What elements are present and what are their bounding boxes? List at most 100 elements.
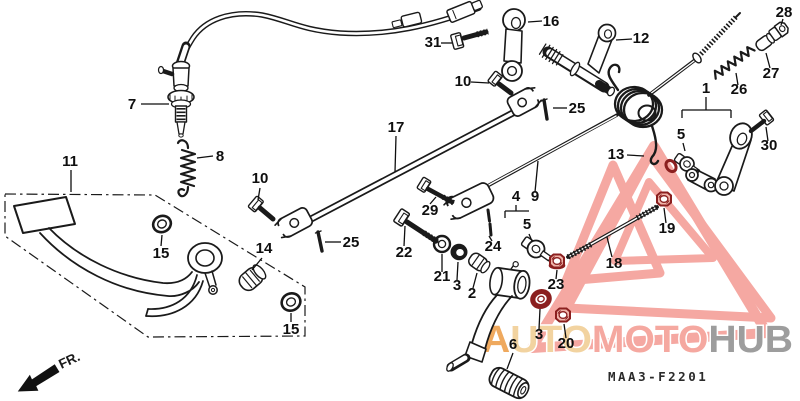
callout-26: 26	[731, 81, 748, 98]
watermark-triangle-echo	[562, 149, 776, 323]
group-bracket-4	[504, 205, 529, 218]
pedal-rubber-6	[488, 366, 530, 400]
callout-10: 10	[455, 73, 472, 90]
bolt-31	[450, 28, 489, 50]
brake-cable	[178, 0, 483, 68]
shift-arm	[714, 122, 753, 196]
gearshift-pedal	[446, 261, 531, 372]
callout-7: 7	[128, 96, 136, 113]
callout-21: 21	[434, 268, 451, 285]
nut-28	[768, 21, 789, 42]
collar-2	[468, 252, 491, 274]
watermark-segment: MOTO	[592, 319, 708, 361]
watermark-segment: UTO	[510, 319, 592, 361]
callout-16: 16	[543, 13, 560, 30]
leader-line-24	[488, 235, 493, 242]
callout-28: 28	[776, 4, 793, 21]
joint-arm-16	[501, 8, 526, 82]
rod-yoke	[443, 182, 495, 220]
leader-line-3	[456, 261, 459, 281]
leader-line-12	[615, 38, 633, 41]
leader-line-30	[765, 126, 769, 142]
watermark-segment: HUB	[708, 319, 793, 361]
brake-pedal	[13, 196, 223, 317]
callout-18: 18	[606, 255, 623, 272]
callout-30: 30	[761, 137, 778, 154]
callout-31: 31	[425, 34, 442, 51]
front-arrow-icon	[17, 364, 60, 392]
bolt-29	[416, 176, 456, 206]
dust-seal-15-lower	[280, 292, 302, 312]
bolt-22	[393, 208, 440, 245]
cable-end-adjuster-part7	[157, 41, 195, 138]
leader-line-3	[538, 308, 541, 330]
callout-15: 15	[283, 321, 300, 338]
callout-14: 14	[256, 240, 273, 257]
callout-1: 1	[702, 80, 710, 97]
callout-10: 10	[252, 170, 269, 187]
leader-line-5	[682, 142, 686, 152]
callout-24: 24	[485, 238, 502, 255]
leader-line-23	[555, 269, 558, 280]
leader-line-29	[429, 196, 437, 205]
nut-20-red	[555, 307, 571, 323]
callout-19: 19	[659, 220, 676, 237]
bushing-3-upper	[450, 243, 468, 261]
return-spring-8	[176, 139, 197, 198]
callout-8: 8	[216, 148, 224, 165]
callout-29: 29	[422, 202, 439, 219]
leader-line-8	[196, 155, 214, 159]
spindle-shaft	[647, 12, 741, 97]
torsion-spring-13	[607, 63, 664, 166]
ball-joint-5-lower	[520, 236, 553, 262]
leader-line-15	[160, 234, 163, 247]
callout-2: 2	[468, 285, 476, 302]
callout-3: 3	[535, 326, 543, 343]
brake-pedal-group-box	[4, 193, 306, 338]
callout-3: 3	[453, 277, 461, 294]
leader-line-14	[251, 257, 263, 271]
callout-25: 25	[569, 100, 586, 117]
callout-23: 23	[548, 276, 565, 293]
locknut-19-red	[656, 191, 672, 207]
shift-link	[685, 168, 719, 193]
spring-pin-24	[486, 208, 493, 237]
diagram-code: MAA3-F2201	[608, 369, 708, 384]
callout-25: 25	[343, 234, 360, 251]
bolt-10-top	[487, 70, 514, 96]
leader-line-18	[606, 236, 613, 258]
front-label: FR.	[56, 349, 82, 372]
leader-line-10	[257, 187, 261, 201]
leader-line-27	[765, 52, 771, 69]
callout-22: 22	[396, 244, 413, 261]
leader-line-28	[780, 18, 784, 26]
callout-6: 6	[509, 336, 517, 353]
bolt-30	[748, 109, 775, 134]
pedal-collar-14	[238, 264, 267, 292]
callout-5: 5	[523, 216, 531, 233]
leader-line-13	[626, 154, 645, 157]
callout-27: 27	[763, 65, 780, 82]
leader-line-16	[527, 20, 543, 23]
callout-17: 17	[388, 119, 405, 136]
brake-rod-17	[274, 87, 543, 239]
leader-line-9	[534, 160, 539, 193]
callout-9: 9	[531, 188, 539, 205]
callout-12: 12	[633, 30, 650, 47]
leader-line-20	[563, 323, 567, 339]
leader-line-10	[470, 81, 490, 84]
watermark-brand-text: AUTOMOTOHUB	[482, 319, 793, 361]
callout-15: 15	[153, 245, 170, 262]
callout-13: 13	[608, 146, 625, 163]
ball-joint-5-upper	[673, 152, 701, 175]
spring-26	[713, 46, 756, 80]
bolt-10-left	[247, 195, 276, 222]
joint-seal-red-upper	[664, 158, 678, 174]
joint-pin-25-left	[314, 230, 324, 253]
callout-20: 20	[558, 335, 575, 352]
leader-line-19	[663, 207, 667, 224]
locknut-23-red	[548, 253, 566, 270]
callout-11: 11	[62, 153, 78, 170]
